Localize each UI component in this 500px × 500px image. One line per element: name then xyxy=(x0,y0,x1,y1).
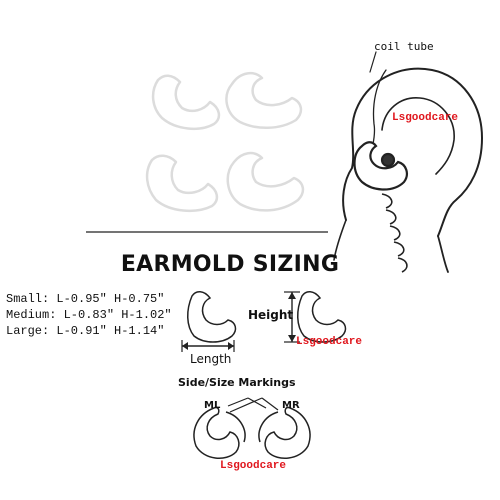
brand-watermark-top: Lsgoodcare xyxy=(392,112,459,124)
coil-tube-wire xyxy=(371,69,387,151)
earmold-photo-bottom-right xyxy=(226,151,305,212)
brand-watermark-bottom: Lsgoodcare xyxy=(220,460,287,472)
page-title: EARMOLD SIZING xyxy=(120,252,340,277)
earmold-in-ear xyxy=(353,141,408,191)
earmold-photo-top-left xyxy=(151,74,221,131)
height-label: Height xyxy=(248,308,294,322)
markings-earmold-left xyxy=(193,406,246,459)
side-size-markings-label: Side/Size Markings xyxy=(178,376,296,389)
length-earmold-outline xyxy=(187,291,237,343)
ear-outline xyxy=(342,67,484,237)
ear-lobe-curve xyxy=(437,235,449,273)
earmold-photo-bottom-left xyxy=(145,154,219,213)
size-small: Small: L-0.95″ H-0.75″ xyxy=(6,292,165,306)
markings-earmold-right xyxy=(258,406,311,459)
ear-inner-fold xyxy=(381,97,455,175)
marking-mr: MR xyxy=(282,400,300,411)
earmold-photo-top-right xyxy=(225,71,303,129)
marking-ml: ML xyxy=(204,400,221,411)
coil-tube-pointer xyxy=(369,51,377,73)
coil-tube-label: coil tube xyxy=(374,40,434,53)
coil-tube xyxy=(381,193,408,273)
size-large: Large: L-0.91″ H-1.14″ xyxy=(6,324,165,338)
marking-pointer-lines xyxy=(227,397,279,413)
neck-line xyxy=(333,219,347,261)
length-label: Length xyxy=(190,352,232,366)
size-medium: Medium: L-0.83″ H-1.02″ xyxy=(6,308,172,322)
brand-watermark-middle: Lsgoodcare xyxy=(296,336,363,348)
height-earmold-outline xyxy=(297,291,347,343)
